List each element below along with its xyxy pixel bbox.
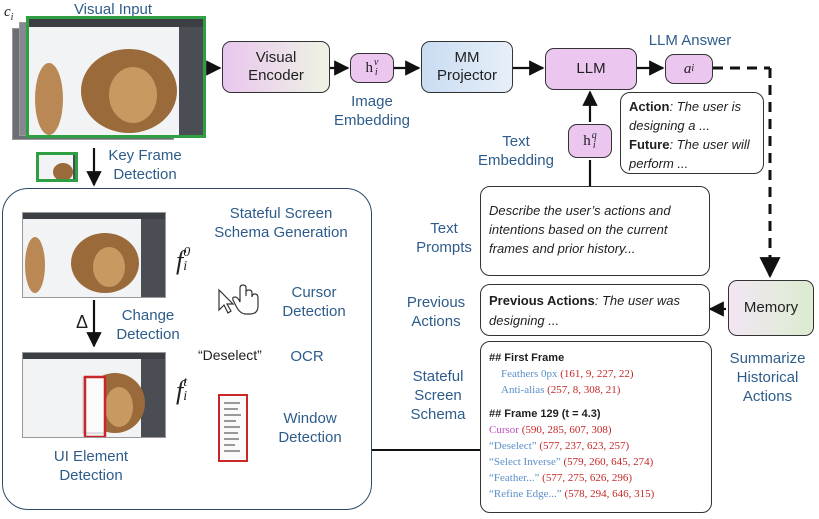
schema-element-name: “Select Inverse” (489, 456, 561, 468)
frame-stack-front (26, 16, 206, 138)
ft-lion (23, 353, 165, 437)
cursor-detection-label: Cursor Detection (282, 284, 346, 320)
schema-element-name: Cursor (489, 424, 519, 436)
schema-element-name: Feathers 0px (501, 368, 558, 380)
schema-line: Anti-alias (257, 8, 308, 21) (501, 382, 703, 398)
schema-element-name: “Refine Edge...” (489, 488, 562, 500)
schema-generation-title: Stateful Screen Schema Generation (214, 205, 348, 241)
stateful-screen-schema-label: Stateful Screen Schema (410, 368, 466, 423)
f0-sup: 0 (183, 245, 191, 260)
ui-element-detection-label: UI Element Detection (53, 448, 129, 484)
hv-sup: v (374, 57, 379, 68)
frame-129-heading: ## Frame 129 (t = 4.3) (489, 408, 601, 420)
hv-sub: i (374, 67, 378, 78)
schema-line: “Deselect” (577, 237, 623, 257) (489, 438, 703, 454)
window-menu-crop (218, 394, 248, 462)
first-frame-heading: ## First Frame (489, 352, 565, 364)
schema-generation-panel (2, 188, 372, 510)
deselect-ocr-text: “Deselect” (198, 347, 262, 363)
future-label: Future (629, 137, 670, 152)
lion-image (29, 19, 203, 135)
schema-element-coords: (578, 294, 646, 315) (564, 488, 655, 500)
schema-element-coords: (579, 260, 645, 274) (563, 456, 654, 468)
frame-f0-screenshot (22, 212, 166, 298)
llm-answer-label: LLM Answer (648, 32, 732, 49)
image-embedding-label: Image Embedding (334, 93, 410, 129)
llm-box: LLM (545, 48, 637, 90)
schema-element-name: Anti-alias (501, 384, 545, 396)
ft-sup: t (183, 375, 188, 390)
ci-sub: i (10, 12, 14, 23)
first-frame-lines: Feathers 0px (161, 9, 227, 22)Anti-alias… (489, 366, 703, 398)
previous-actions-box: Previous Actions: The user was designing… (480, 284, 710, 336)
schema-box: ## First Frame Feathers 0px (161, 9, 227… (480, 341, 712, 513)
ocr-label: OCR (290, 348, 324, 365)
mm-projector-box: MM Projector (421, 41, 513, 93)
ci-label: ci (4, 4, 13, 23)
action-label: Action (629, 99, 670, 114)
previous-actions-label: Previous Actions (406, 294, 466, 330)
future-text: : The user will perform ... (629, 137, 750, 171)
f0-base: f (176, 246, 184, 275)
schema-element-coords: (577, 275, 626, 296) (542, 472, 632, 484)
answer-box: Action: The user is designing a ... Futu… (620, 92, 764, 174)
key-frame-detection-label: Key Frame Detection (108, 147, 182, 183)
schema-line: Cursor (590, 285, 607, 308) (489, 422, 703, 438)
text-prompts-label: Text Prompts (416, 220, 472, 256)
hq-sub: i (592, 140, 596, 151)
f0-lion (23, 213, 165, 297)
schema-element-name: “Deselect” (489, 440, 537, 452)
schema-element-coords: (577, 237, 623, 257) (539, 440, 630, 452)
schema-line: “Feather...” (577, 275, 626, 296) (489, 470, 703, 486)
arrow-cursor-icon (218, 288, 235, 314)
prompt-text: Describe the user’s actions and intentio… (489, 203, 671, 256)
previous-actions-text: : The user was designing ... (489, 293, 680, 328)
schema-line: “Select Inverse” (579, 260, 645, 274) (489, 454, 703, 470)
hand-cursor-icon (232, 284, 259, 315)
visual-encoder-box: Visual Encoder (222, 41, 330, 93)
ft-sub: i (183, 389, 188, 404)
frame-129-lines: Cursor (590, 285, 607, 308)“Deselect” (5… (489, 422, 703, 502)
schema-line: “Refine Edge...” (578, 294, 646, 315) (489, 486, 703, 502)
frame-ft-screenshot (22, 352, 166, 438)
ft-base: f (176, 376, 184, 405)
memory-box: Memory (728, 280, 814, 336)
previous-actions-title: Previous Actions (489, 293, 595, 308)
window-detection-label: Window Detection (278, 410, 342, 446)
schema-element-name: “Feather...” (489, 472, 540, 484)
ai-base: a (683, 61, 692, 77)
schema-element-coords: (590, 285, 607, 308) (521, 424, 612, 436)
prompt-box: Describe the user’s actions and intentio… (480, 186, 710, 276)
menu-lines (224, 402, 241, 452)
summarize-label: Summarize Historical Actions (729, 350, 806, 405)
key-frame-thumbnail (36, 152, 78, 182)
hq-sup: q (591, 130, 597, 141)
visual-input-label: Visual Input (73, 1, 153, 18)
hv-base: h (365, 60, 374, 76)
schema-element-coords: (257, 8, 308, 21) (547, 384, 621, 396)
ci-base: c (4, 4, 11, 20)
change-detection-label: Change Detection (116, 307, 180, 343)
action-text: : The user is designing a ... (629, 99, 741, 133)
key-frame-lion (53, 155, 75, 179)
hq-base: h (583, 133, 591, 149)
f0-sub: i (183, 259, 188, 274)
ai-sub: i (691, 63, 695, 74)
delta-symbol: Δ (76, 312, 89, 332)
text-embedding-label: Text Embedding (478, 133, 554, 169)
schema-element-coords: (161, 9, 227, 22) (560, 368, 634, 380)
schema-line: Feathers 0px (161, 9, 227, 22) (501, 366, 703, 382)
